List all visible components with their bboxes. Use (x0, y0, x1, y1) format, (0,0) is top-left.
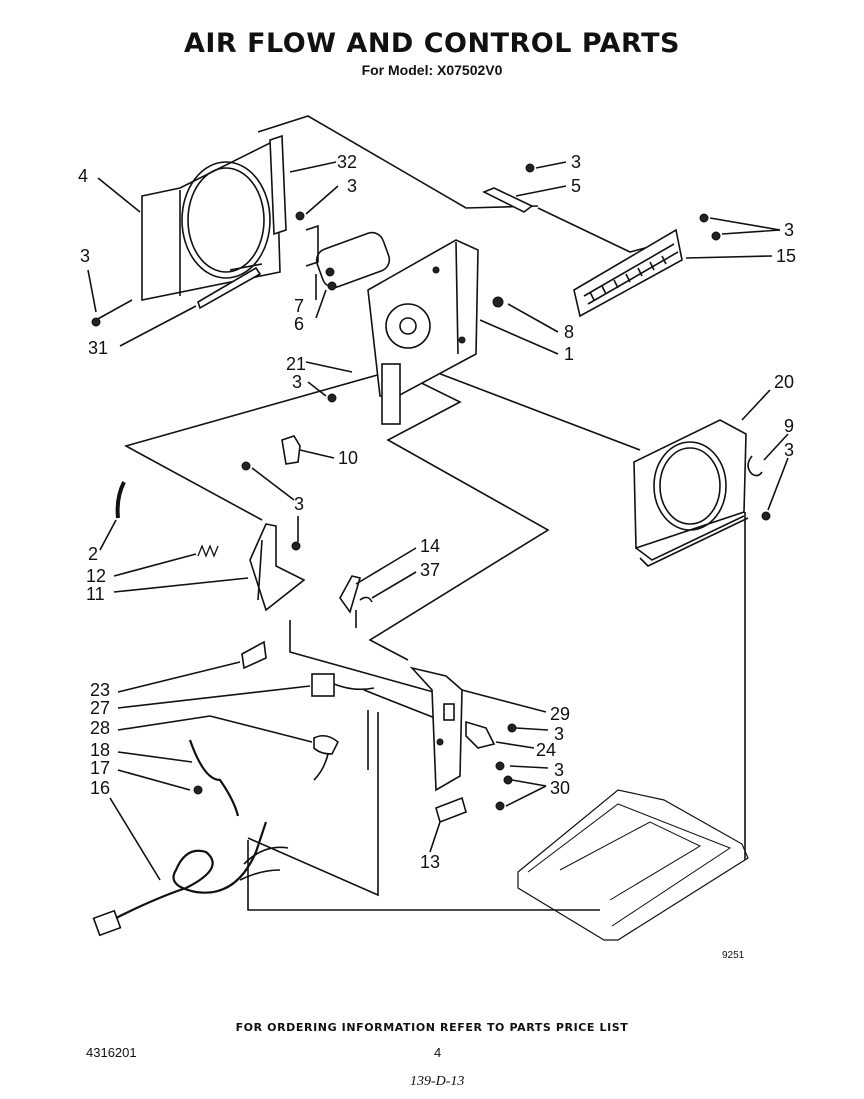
callout-11: 11 (86, 584, 105, 604)
callout-12: 12 (86, 566, 106, 586)
callout-29: 29 (550, 704, 570, 724)
callout-17: 17 (90, 758, 110, 778)
callout-3: 3 (784, 440, 794, 460)
document-number: 4316201 (86, 1045, 137, 1060)
callout-20: 20 (774, 372, 794, 392)
callout-37: 37 (420, 560, 440, 580)
callout-7: 7 (294, 296, 304, 316)
callout-30: 30 (550, 778, 570, 798)
ordering-note: FOR ORDERING INFORMATION REFER TO PARTS … (235, 1021, 629, 1034)
terminal-13 (435, 796, 467, 824)
base-pan (517, 789, 749, 941)
seal-strip-32 (269, 134, 287, 236)
model-subtitle: For Model: X07502V0 (361, 62, 503, 78)
callout-14: 14 (420, 536, 440, 556)
relay-28 (313, 734, 339, 781)
callout-1: 1 (564, 344, 574, 364)
screws (91, 163, 771, 811)
ground-wire-18 (188, 739, 240, 817)
illustration-code: 9251 (722, 950, 745, 961)
callout-2: 2 (88, 544, 98, 564)
callout-5: 5 (571, 176, 581, 196)
assembly-lines (95, 115, 746, 911)
fan-shroud (141, 138, 281, 301)
callout-4: 4 (78, 166, 88, 186)
callout-21: 21 (286, 354, 306, 374)
screw-17 (193, 785, 203, 795)
callout-27: 27 (90, 698, 110, 718)
callout-labels: 3 5 32 3 4 3 31 3 15 8 1 7 6 21 3 20 9 3… (78, 152, 796, 872)
callout-15: 15 (776, 246, 796, 266)
power-cord (92, 821, 289, 937)
callout-9: 9 (784, 416, 794, 436)
switch-27 (311, 673, 375, 697)
thermostat-bracket (249, 523, 306, 612)
callout-28: 28 (90, 718, 110, 738)
bracket-5 (482, 187, 534, 213)
callout-13: 13 (420, 852, 440, 872)
knob-24 (465, 720, 496, 749)
callout-3: 3 (347, 176, 357, 196)
air-grille (573, 228, 683, 318)
callout-3: 3 (292, 372, 302, 392)
page-number: 4 (434, 1045, 442, 1060)
sensor-coil (197, 544, 219, 558)
terminal-23 (241, 640, 267, 670)
clip-9 (747, 455, 763, 477)
bulkhead-panel (367, 239, 479, 425)
handwritten-note: 139-D-13 (410, 1074, 465, 1089)
spring-37 (359, 596, 373, 603)
callout-24: 24 (536, 740, 556, 760)
callout-6: 6 (294, 314, 304, 334)
callout-16: 16 (90, 778, 110, 798)
callout-3: 3 (784, 220, 794, 240)
clamp-10 (281, 435, 301, 465)
capacitor (305, 224, 391, 291)
tube-2 (115, 481, 126, 519)
callout-8: 8 (564, 322, 574, 342)
callout-3: 3 (294, 494, 304, 514)
rear-shroud (633, 419, 749, 567)
control-bracket (409, 666, 463, 792)
callout-31: 31 (88, 338, 108, 358)
callout-3: 3 (571, 152, 581, 172)
callout-23: 23 (90, 680, 110, 700)
callout-3: 3 (554, 760, 564, 780)
switch-14 (339, 575, 362, 614)
seal-strip-31 (197, 266, 262, 310)
callout-3: 3 (80, 246, 90, 266)
page-title: AIR FLOW AND CONTROL PARTS (183, 28, 681, 59)
leader-lines (87, 161, 789, 881)
callout-10: 10 (338, 448, 358, 468)
callout-3: 3 (554, 724, 564, 744)
callout-18: 18 (90, 740, 110, 760)
callout-32: 32 (337, 152, 357, 172)
